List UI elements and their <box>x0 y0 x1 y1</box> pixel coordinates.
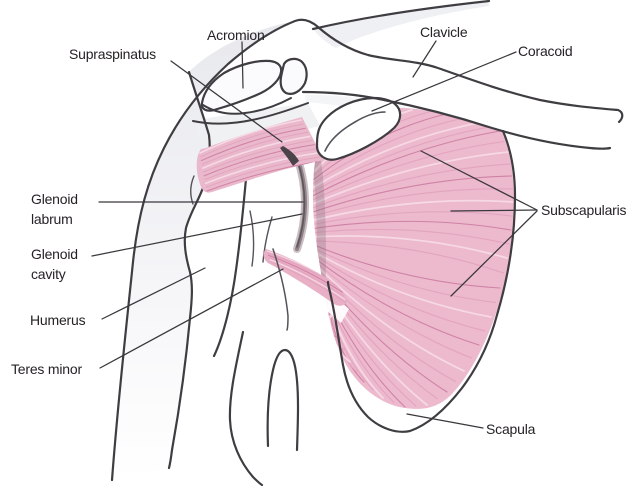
label-glenoid-labrum: Glenoid labrum <box>31 191 78 227</box>
clavicle-end-knob <box>279 57 308 95</box>
muscle-fiber <box>204 152 320 185</box>
muscle-fiber <box>201 131 309 165</box>
supraspinatus-body <box>196 117 324 193</box>
muscle-fiber <box>313 122 479 189</box>
muscle-fiber <box>313 126 490 193</box>
label-coracoid: Coracoid <box>518 43 573 59</box>
leader-lines <box>91 40 538 429</box>
leader-subscapularis-lower <box>450 210 538 297</box>
neck-line <box>311 0 491 31</box>
muscle-fiber <box>313 130 501 197</box>
muscle-fiber <box>313 220 512 231</box>
subscapularis-body <box>313 107 515 409</box>
joint-dark-wedge <box>280 146 299 166</box>
clavicle-outline <box>279 57 612 150</box>
muscle-fiber <box>204 148 317 181</box>
label-subscapularis: Subscapularis <box>541 202 627 218</box>
humerus-anterior-line <box>212 166 249 358</box>
subscapularis-fibers <box>313 109 514 408</box>
muscle-fiber <box>199 119 302 154</box>
muscle-fiber <box>202 135 311 169</box>
label-humerus: Humerus <box>30 312 86 328</box>
leader-supraspinatus <box>170 60 283 143</box>
leader-glenoid-cavity <box>91 213 303 257</box>
muscle-fiber <box>313 235 508 259</box>
subscapularis-muscle <box>313 107 515 409</box>
labrum-core <box>296 158 306 248</box>
muscle-fiber <box>317 266 465 372</box>
muscle-fiber <box>200 127 306 162</box>
muscle-fiber <box>316 262 473 359</box>
label-glenoid-cavity: Glenoid cavity <box>31 246 78 282</box>
subacromial-wash <box>194 103 320 153</box>
muscle-fiber <box>313 140 505 201</box>
muscle-fiber <box>200 123 304 158</box>
muscle-fiber <box>313 175 513 213</box>
leader-subscapularis-upper <box>420 150 538 211</box>
glenoid-labrum-arc <box>293 153 309 253</box>
neck-wash <box>314 2 489 48</box>
label-acromion: Acromion <box>207 27 265 43</box>
label-supraspinatus: Supraspinatus <box>69 46 156 62</box>
leader-subscapularis-mid <box>450 209 538 212</box>
supraspinatus-tendon <box>196 117 324 193</box>
humerus-j-line <box>228 330 264 487</box>
head-arc-b <box>249 210 255 267</box>
humerus-outline <box>110 0 624 487</box>
label-scapula: Scapula <box>486 421 536 437</box>
muscle-fiber <box>313 188 514 217</box>
scapula-outline <box>326 129 517 433</box>
muscle-fiber <box>315 255 486 332</box>
label-clavicle: Clavicle <box>420 24 468 40</box>
coracoid-body <box>315 96 402 161</box>
muscle-fiber <box>203 140 313 173</box>
muscle-fiber <box>314 248 497 304</box>
muscle-fiber <box>313 117 463 185</box>
muscle-fiber <box>313 163 511 209</box>
humerus-medial-line <box>167 70 211 470</box>
clavicle-bottom-edge <box>301 90 612 150</box>
muscle-fiber <box>313 244 501 289</box>
leader-acromion <box>241 41 244 89</box>
bicipital-arch <box>266 348 300 452</box>
coracoid-inner-line <box>324 111 386 152</box>
muscle-fiber <box>314 251 492 318</box>
muscle-fiber <box>205 156 322 188</box>
leader-teres-minor <box>99 268 284 369</box>
leader-coracoid <box>371 51 517 112</box>
muscle-fiber <box>313 240 505 274</box>
muscle-fiber <box>313 228 510 245</box>
leader-clavicle <box>412 40 437 78</box>
label-teres-minor: Teres minor <box>11 361 82 377</box>
acromion-underside-1 <box>202 97 292 115</box>
leader-scapula <box>406 413 484 429</box>
shoulder-wash <box>112 21 295 480</box>
leader-humerus <box>101 267 206 320</box>
muscle-fiber <box>313 211 513 226</box>
muscle-fiber <box>316 259 480 346</box>
glenoid-shadow <box>313 155 326 291</box>
humerus-lateral-contour <box>110 18 624 482</box>
muscle-fiber <box>313 199 514 222</box>
capsule-line <box>272 248 289 331</box>
muscle-fiber <box>203 144 315 177</box>
coracoid-shape <box>315 96 402 161</box>
muscle-fiber <box>313 151 509 205</box>
